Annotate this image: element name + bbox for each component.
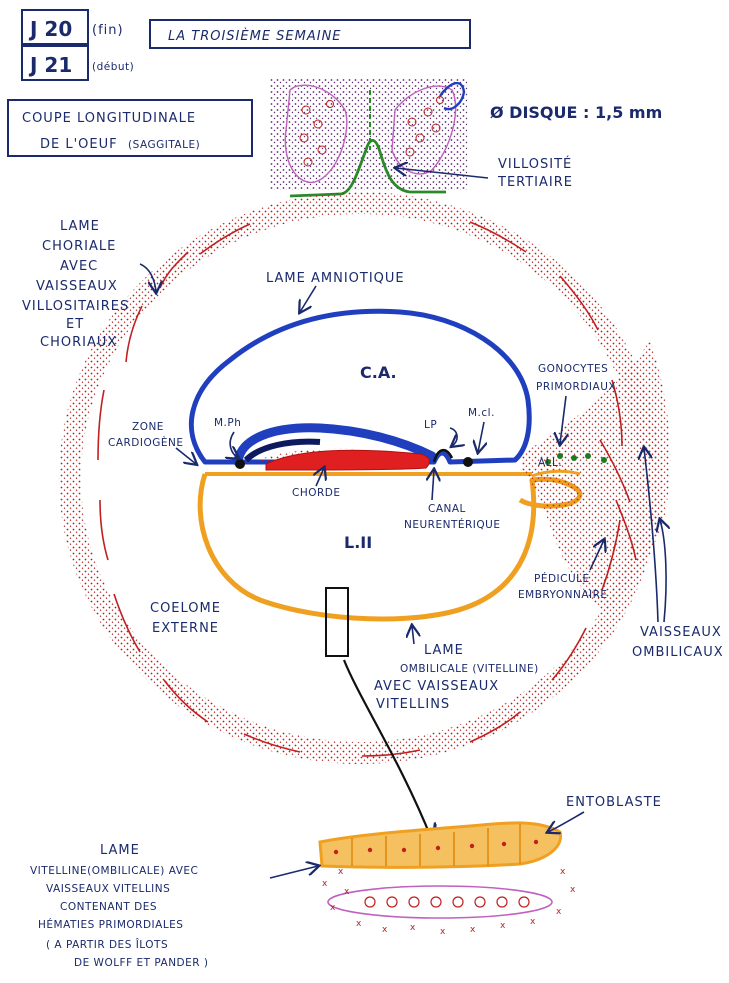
header: J 20 (fin) J 21 (début) LA TROISIÈME SEM… — [22, 10, 470, 80]
chorde-label: CHORDE — [292, 487, 341, 499]
villosite-label-2: TERTIAIRE — [497, 175, 573, 190]
svg-text:x: x — [500, 921, 506, 931]
subtitle-line-1: COUPE LONGITUDINALE — [22, 111, 196, 126]
coelome-label-1: COELOME — [150, 601, 221, 616]
mph-dot — [235, 459, 245, 469]
lame-choriale-line-1: LAME — [60, 219, 100, 234]
lp-arrow — [450, 428, 457, 446]
amniotic-membrane — [191, 311, 529, 462]
lame-vitelline-arrow — [270, 866, 318, 878]
villosite-label-1: VILLOSITÉ — [498, 156, 572, 172]
tertiary-villus — [270, 78, 468, 196]
mcl-arrow — [478, 422, 484, 452]
lame-amniotique-label: LAME AMNIOTIQUE — [266, 271, 405, 286]
lame-choriale-line-6: ET — [66, 317, 84, 332]
day-a-note: (fin) — [92, 23, 124, 38]
entoblaste-arrow — [548, 812, 584, 832]
lame-choriale-line-5: VILLOSITAIRES — [22, 299, 129, 314]
day-b-label: J 21 — [28, 53, 72, 77]
lame-ombilicale-arrow — [412, 626, 414, 644]
gonocytes-label-1: GONOCYTES — [538, 363, 608, 375]
svg-text:x: x — [344, 887, 350, 897]
svg-text:x: x — [382, 925, 388, 935]
vaisseaux-omb-label-1: VAISSEAUX — [640, 625, 722, 640]
canal-label-1: CANAL — [428, 503, 466, 515]
svg-text:x: x — [530, 917, 536, 927]
lp-label: LP — [424, 419, 437, 431]
svg-text:x: x — [410, 923, 416, 933]
mcl-dot — [463, 457, 473, 467]
svg-text:x: x — [356, 919, 362, 929]
zone-cardiogene-2: CARDIOGÈNE — [108, 436, 184, 449]
page-title: LA TROISIÈME SEMAINE — [168, 28, 342, 44]
day-b-note: (début) — [92, 61, 134, 73]
primordial-red-cells — [365, 897, 529, 907]
svg-text:x: x — [330, 903, 336, 913]
vaisseaux-omb-label-2: OMBILICAUX — [632, 645, 724, 660]
svg-text:x: x — [470, 925, 476, 935]
lame-vitelline-line-3: VAISSEAUX VITELLINS — [46, 883, 170, 895]
allantois-label: ALL. — [538, 457, 562, 469]
canal-label-2: NEURENTÉRIQUE — [404, 518, 500, 531]
subtitle-line-2-note: (SAGGITALE) — [128, 139, 200, 151]
gonocytes-label-2: PRIMORDIAUX — [536, 381, 616, 393]
lame-vitelline-labels: LAME VITELLINE(OMBILICALE) AVEC VAISSEAU… — [30, 843, 209, 969]
entoblast-layer — [320, 823, 561, 867]
pedicule-label-2: EMBRYONNAIRE — [518, 589, 608, 601]
mcl-label: M.cl. — [468, 407, 495, 419]
lame-ombilicale-line-2: OMBILICALE (VITELLINE) — [400, 663, 539, 675]
lame-choriale-line-3: AVEC — [60, 259, 98, 274]
lame-vitelline-line-5: HÉMATIES PRIMORDIALES — [38, 918, 183, 931]
pedicule-label-1: PÉDICULE — [534, 572, 590, 585]
svg-text:x: x — [440, 927, 446, 937]
lame-ombilicale-line-3: AVEC VAISSEAUX — [374, 679, 499, 694]
l2-label: L.II — [344, 533, 372, 552]
subtitle-line-2: DE L'OEUF — [40, 137, 118, 152]
day-a-label: J 20 — [28, 17, 72, 41]
lame-choriale-line-7: CHORIAUX — [40, 335, 117, 350]
lame-amniotique-arrow — [300, 286, 316, 312]
svg-text:x: x — [570, 885, 576, 895]
lame-vitelline-line-2: VITELLINE(OMBILICALE) AVEC — [30, 865, 198, 877]
subtitle: COUPE LONGITUDINALE DE L'OEUF (SAGGITALE… — [8, 100, 252, 156]
vaisseaux-omb-arrow-2 — [660, 520, 666, 622]
coelome-label-2: EXTERNE — [152, 621, 219, 636]
lame-ombilicale-line-4: VITELLINS — [376, 697, 450, 712]
magnification-window — [326, 588, 348, 656]
svg-text:x: x — [322, 879, 328, 889]
ca-label: C.A. — [360, 363, 397, 382]
lame-vitelline-line-7: DE WOLFF ET PANDER ) — [74, 957, 209, 969]
lame-choriale-line-4: VAISSEAUX — [36, 279, 118, 294]
chorde-arrow — [316, 468, 324, 486]
svg-text:x: x — [560, 867, 566, 877]
entoblaste-label: ENTOBLASTE — [566, 795, 662, 810]
svg-text:x: x — [338, 867, 344, 877]
embryonic-disc — [235, 428, 473, 470]
svg-text:x: x — [556, 907, 562, 917]
mph-label: M.Ph — [214, 417, 241, 429]
lame-ombilicale-line-1: LAME — [424, 643, 464, 658]
zone-cardiogene-arrow — [176, 448, 196, 464]
disc-diameter: Ø DISQUE : 1,5 mm — [490, 103, 662, 122]
zone-cardiogene-1: ZONE — [132, 421, 164, 433]
lame-vitelline-line-6: ( A PARTIR DES ÎLOTS — [46, 938, 168, 951]
lame-vitelline-line-1: LAME — [100, 843, 140, 858]
lame-vitelline-line-4: CONTENANT DES — [60, 901, 157, 913]
lame-choriale-line-2: CHORIALE — [42, 239, 116, 254]
